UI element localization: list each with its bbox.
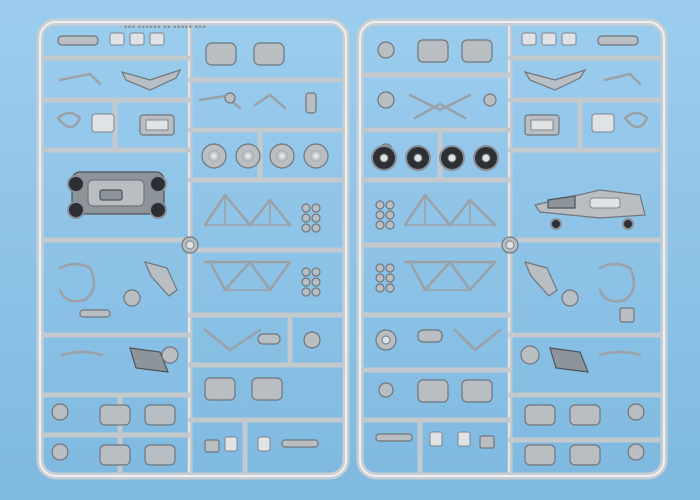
left-sprue: ▪▪▪ ▪▪▪▪▪▪ ▪▪ ▪▪▪▪▪ ▪▪▪ — [36, 18, 350, 480]
left-chassis-part — [67, 171, 167, 219]
right-sprue — [356, 18, 668, 480]
svg-text:▪▪▪ ▪▪▪▪▪▪ ▪▪ ▪▪▪▪▪ ▪▪▪: ▪▪▪ ▪▪▪▪▪▪ ▪▪ ▪▪▪▪▪ ▪▪▪ — [124, 24, 206, 30]
right-fuselage-part — [533, 189, 646, 230]
